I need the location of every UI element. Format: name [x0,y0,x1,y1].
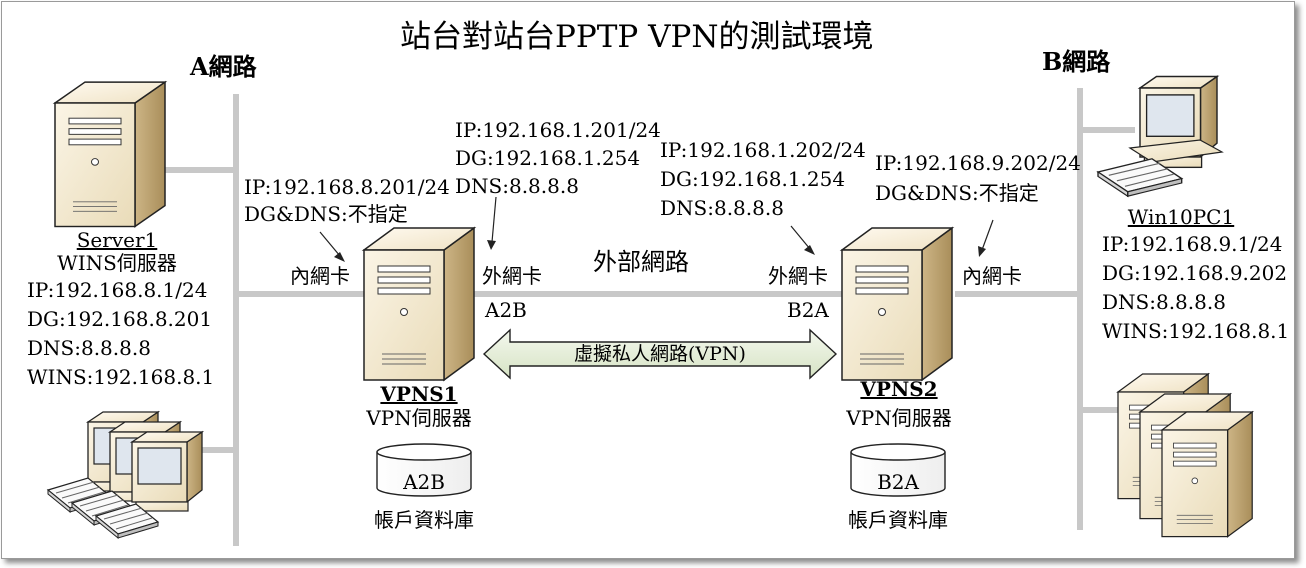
win10pc1-dg: DG:192.168.9.202 [1102,261,1288,285]
win10pc1-name: Win10PC1 [1127,205,1235,229]
vpns1-internal-ip: IP:192.168.8.201/24 [244,175,450,199]
vpns2-db-label: 帳戶資料庫 [848,508,948,532]
vpns2-external-dg: DG:192.168.1.254 [660,167,846,191]
server-icon [54,81,166,228]
vpns2-external-nic-label: 外網卡 [768,264,828,288]
vpns2-internal-nic-label: 內網卡 [962,264,1022,288]
vpn-tunnel-arrow [482,328,838,380]
vpns1-external-callout-arrow [487,196,497,250]
vpns1-db-name: A2B [403,470,445,494]
network-b-label: B網路 [1042,47,1111,76]
workstation-group-icon [47,411,203,539]
server-icon [841,227,953,381]
server1-name: Server1 [76,228,158,252]
server1-dns: DNS:8.8.8.8 [27,336,151,360]
page-title: 站台對站台PPTP VPN的測試環境 [400,19,874,55]
vpns2-external-ip: IP:192.168.1.202/24 [660,138,866,162]
server-stack-icon [1117,373,1253,538]
vpns2-db-name: B2A [877,470,919,494]
vpns1-external-nic-label: 外網卡 [482,264,542,288]
desktop-pc-icon [1097,75,1224,198]
vpns1-role: VPN伺服器 [366,406,472,430]
vpns2-internal-callout-arrow [978,219,994,257]
vpns1-db-label: 帳戶資料庫 [374,508,474,532]
win10pc1-wins: WINS:192.168.8.1 [1102,319,1290,343]
vpns1-tunnel-name: A2B [485,298,527,322]
callout-arrows [319,196,994,262]
database-icon [376,443,472,497]
vpns2-role: VPN伺服器 [846,406,952,430]
vpns1-external-ip: IP:192.168.1.201/24 [455,118,661,142]
server1-role: WINS伺服器 [57,251,177,275]
vpns2-internal-ip: IP:192.168.9.202/24 [875,151,1081,175]
vpns1-internal-callout-arrow [319,231,345,262]
database-icon [850,443,946,497]
server1-wins: WINS:192.168.8.1 [27,365,215,389]
server1-ip: IP:192.168.8.1/24 [27,278,208,302]
vpns2-tunnel-name: B2A [787,298,829,322]
external-network-label: 外部網路 [593,248,689,276]
vpns1-external-dg: DG:192.168.1.254 [455,146,641,170]
vpn-tunnel-label: 虛擬私人網路(VPN) [574,343,746,365]
vpns2-external-dns: DNS:8.8.8.8 [660,196,784,220]
server1-dg: DG:192.168.8.201 [27,307,213,331]
vpns2-internal-dg-dns: DG&DNS:不指定 [875,181,1039,205]
vpns1-external-dns: DNS:8.8.8.8 [455,174,579,198]
vpns2-name: VPNS2 [860,377,938,401]
vpns2-external-callout-arrow [790,225,815,255]
server-icon [363,227,475,381]
vpns1-name: VPNS1 [380,382,458,406]
vpns1-internal-nic-label: 內網卡 [290,264,350,288]
network-lines [150,88,1135,546]
vpns1-internal-dg-dns: DG&DNS:不指定 [244,202,408,226]
network-a-label: A網路 [190,52,257,81]
win10pc1-dns: DNS:8.8.8.8 [1102,290,1226,314]
win10pc1-ip: IP:192.168.9.1/24 [1102,232,1283,256]
